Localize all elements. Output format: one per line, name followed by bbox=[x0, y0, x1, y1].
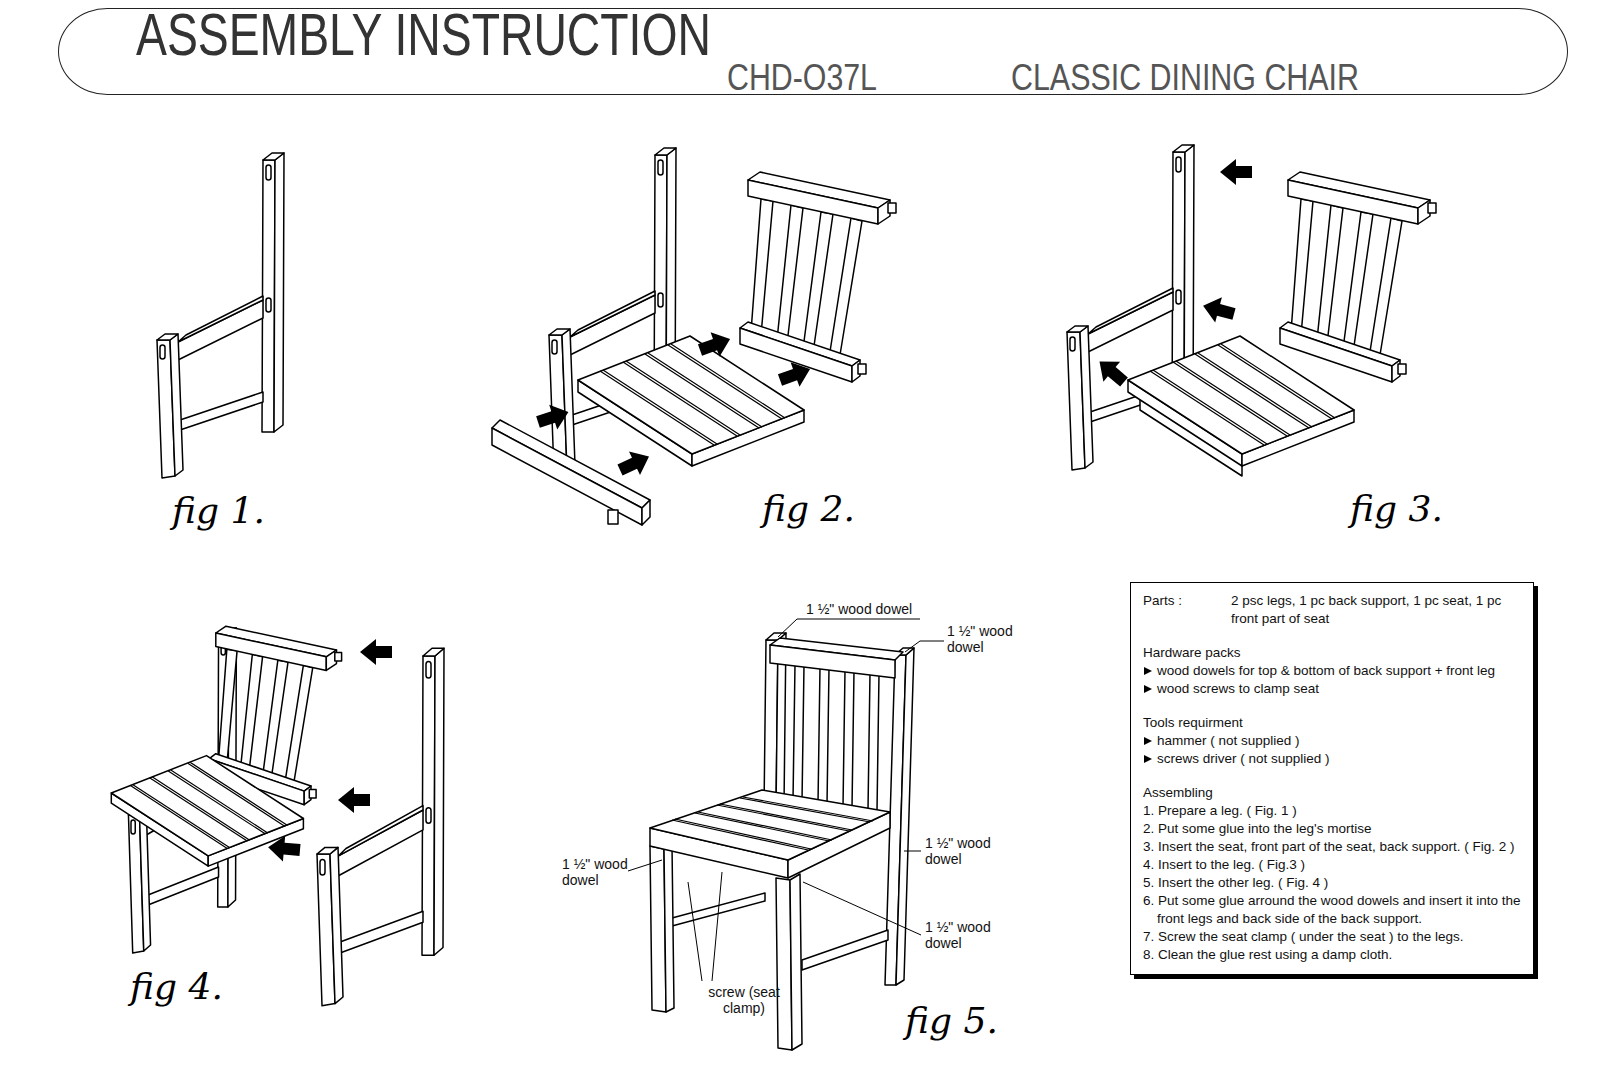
dowel-callout: 1 ½" wood dowel bbox=[562, 856, 634, 888]
assembled-chair bbox=[650, 633, 914, 1050]
drawing-part bbox=[642, 500, 650, 525]
dowel-callout: 1 ½" wood dowel bbox=[806, 601, 912, 617]
drawing-part bbox=[843, 670, 854, 808]
bullet-triangle bbox=[1144, 685, 1152, 693]
figure-label: fig 3. bbox=[1350, 488, 1443, 530]
drawing-part bbox=[650, 790, 890, 860]
dowel-callout: 1 ½" wood dowel bbox=[925, 835, 997, 867]
leg-assembly bbox=[317, 648, 444, 1006]
arrow bbox=[1200, 293, 1238, 326]
drawing-part bbox=[743, 797, 873, 821]
back-support bbox=[1280, 172, 1436, 382]
drawing-part bbox=[778, 619, 920, 637]
seat bbox=[111, 756, 303, 867]
section-heading: Hardware packs bbox=[1143, 644, 1523, 662]
leader-lines bbox=[628, 619, 944, 981]
bullet-triangle bbox=[1144, 667, 1152, 675]
seat bbox=[1128, 336, 1354, 466]
bullet-item: screws driver ( not supplied ) bbox=[1143, 750, 1523, 768]
bullet-text: wood screws to clamp seat bbox=[1157, 681, 1319, 696]
arrow bbox=[338, 787, 370, 813]
step-item: 8. Clean the glue rest using a damp clot… bbox=[1143, 946, 1523, 964]
drawing-part bbox=[672, 820, 808, 850]
arrow bbox=[1091, 351, 1132, 391]
bullet-text: wood dowels for top & bottom of back sup… bbox=[1157, 663, 1495, 678]
seat bbox=[578, 336, 804, 466]
figure-label: fig 4. bbox=[130, 966, 223, 1008]
figure-label: fig 1. bbox=[172, 490, 265, 532]
arrow bbox=[696, 327, 735, 362]
product-name: CLASSIC DINING CHAIR bbox=[1011, 60, 1359, 96]
drawing-part bbox=[770, 645, 895, 678]
screw-callout: screw (seat clamp) bbox=[694, 984, 794, 1016]
drawing-part bbox=[896, 648, 914, 985]
bullet-triangle bbox=[1144, 755, 1152, 763]
step-item: 4. Insert to the leg. ( Fig.3 ) bbox=[1143, 856, 1523, 874]
step-item: 6. Put some glue arround the wood dowels… bbox=[1143, 892, 1523, 928]
bullet-text: screws driver ( not supplied ) bbox=[1157, 751, 1330, 766]
leg-assembly bbox=[157, 153, 284, 478]
dowel-callout: 1 ½" wood dowel bbox=[925, 919, 997, 951]
drawing-part bbox=[803, 882, 921, 935]
drawing-part bbox=[793, 664, 804, 802]
drawing-part bbox=[628, 860, 662, 871]
drawing-part bbox=[904, 851, 921, 852]
section-heading: Tools requirment bbox=[1143, 714, 1523, 732]
row-heading: Parts : bbox=[1143, 592, 1231, 628]
arrow bbox=[615, 445, 655, 482]
back-support bbox=[740, 172, 896, 382]
drawing-part bbox=[688, 882, 702, 981]
section-heading: Assembling bbox=[1143, 784, 1523, 802]
drawing-part bbox=[492, 428, 642, 525]
step-item: 7. Screw the seat clamp ( under the seat… bbox=[1143, 928, 1523, 946]
arrow bbox=[360, 639, 392, 665]
drawing-part bbox=[905, 641, 944, 652]
arrow bbox=[534, 400, 572, 435]
arrow bbox=[1220, 159, 1252, 185]
model-number: CHD-O37L bbox=[727, 60, 877, 96]
instruction-box: Parts :2 psc legs, 1 pc back support, 1 … bbox=[1130, 582, 1534, 975]
step-item: 5. Insert the other leg. ( Fig. 4 ) bbox=[1143, 874, 1523, 892]
step-item: 1. Prepare a leg. ( Fig. 1 ) bbox=[1143, 802, 1523, 820]
parts-row: Parts :2 psc legs, 1 pc back support, 1 … bbox=[1143, 592, 1523, 628]
bullet-triangle bbox=[1144, 737, 1152, 745]
drawing-part bbox=[818, 667, 829, 805]
drawing-part bbox=[664, 845, 674, 1012]
arrow bbox=[776, 357, 815, 392]
arrow bbox=[267, 834, 301, 863]
bullet-item: wood dowels for top & bottom of back sup… bbox=[1143, 662, 1523, 680]
drawing-part bbox=[802, 930, 888, 970]
drawing-part bbox=[608, 510, 618, 524]
drawing-part bbox=[712, 872, 722, 981]
drawing-part bbox=[695, 813, 829, 841]
title-banner: ASSEMBLY INSTRUCTION CHD-O37L CLASSIC DINI… bbox=[58, 8, 1568, 95]
figure-label: fig 2. bbox=[762, 488, 855, 530]
figure-label: fig 5. bbox=[905, 1000, 998, 1042]
step-item: 2. Put some glue into the leg's mortise bbox=[1143, 820, 1523, 838]
step-item: 3. Insert the seat, front part of the se… bbox=[1143, 838, 1523, 856]
drawing-part bbox=[717, 805, 849, 831]
dowel-callout: 1 ½" wood dowel bbox=[947, 623, 1019, 655]
bullet-item: hammer ( not supplied ) bbox=[1143, 732, 1523, 750]
drawing-part bbox=[740, 798, 870, 822]
drawing-part bbox=[720, 804, 852, 830]
row-value: 2 psc legs, 1 pc back support, 1 pc seat… bbox=[1231, 592, 1523, 628]
drawing-part bbox=[868, 673, 879, 811]
drawing-part bbox=[790, 874, 802, 1050]
bullet-item: wood screws to clamp seat bbox=[1143, 680, 1523, 698]
bullet-text: hammer ( not supplied ) bbox=[1157, 733, 1300, 748]
drawing-part bbox=[698, 812, 832, 840]
title: ASSEMBLY INSTRUCTION bbox=[136, 5, 711, 65]
